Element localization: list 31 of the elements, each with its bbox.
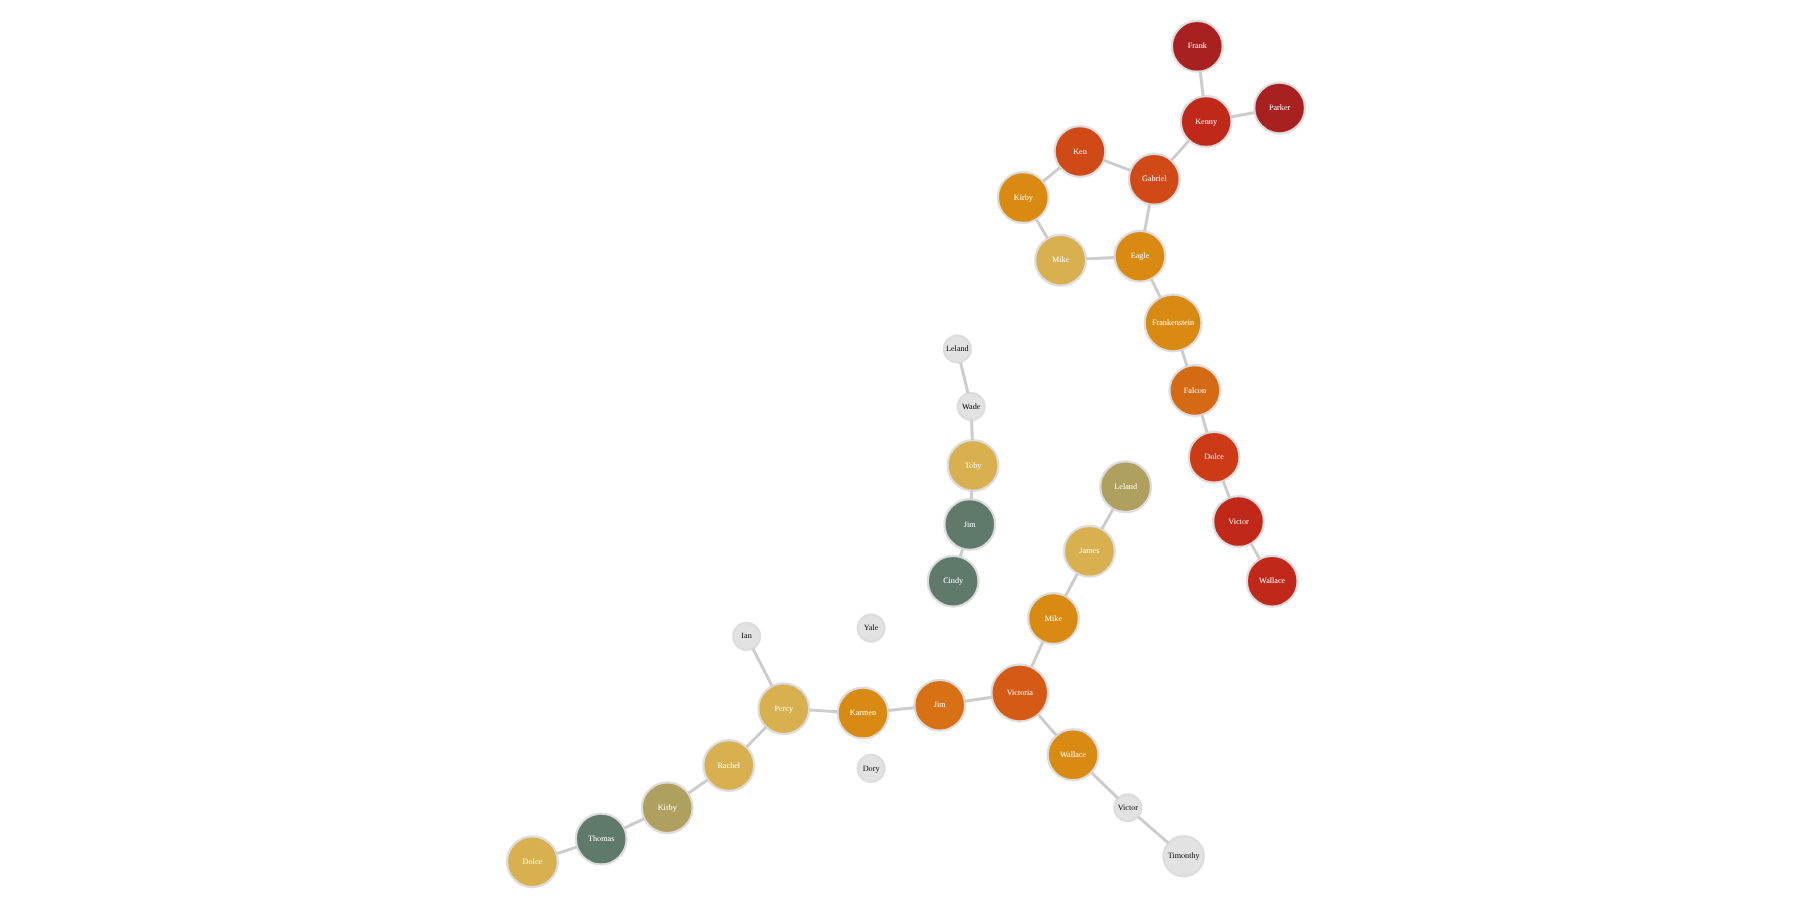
connector [964,694,992,702]
connector [1042,165,1062,182]
connector [556,844,578,855]
connector [1200,413,1209,433]
connector [1030,640,1045,667]
connector [1180,348,1189,366]
connector [623,816,645,829]
connector [1086,254,1115,260]
connector [1103,157,1131,171]
connector [1143,203,1152,231]
connector [1137,814,1170,844]
connector [959,360,970,393]
connector [687,777,709,794]
connector [1090,770,1120,799]
connector [1037,712,1058,736]
connector [1100,507,1115,529]
connector [1198,70,1205,96]
connector [1249,541,1261,559]
connector [1221,479,1231,498]
connector [888,705,915,711]
connector [969,489,974,499]
connector [1230,110,1255,118]
connector [1034,217,1049,238]
connector [751,646,774,686]
connector [1170,138,1191,161]
connector [1149,277,1162,298]
connector [1064,572,1079,596]
connector [809,707,838,713]
connector [970,419,974,440]
connector [958,547,965,557]
connector [745,724,768,748]
